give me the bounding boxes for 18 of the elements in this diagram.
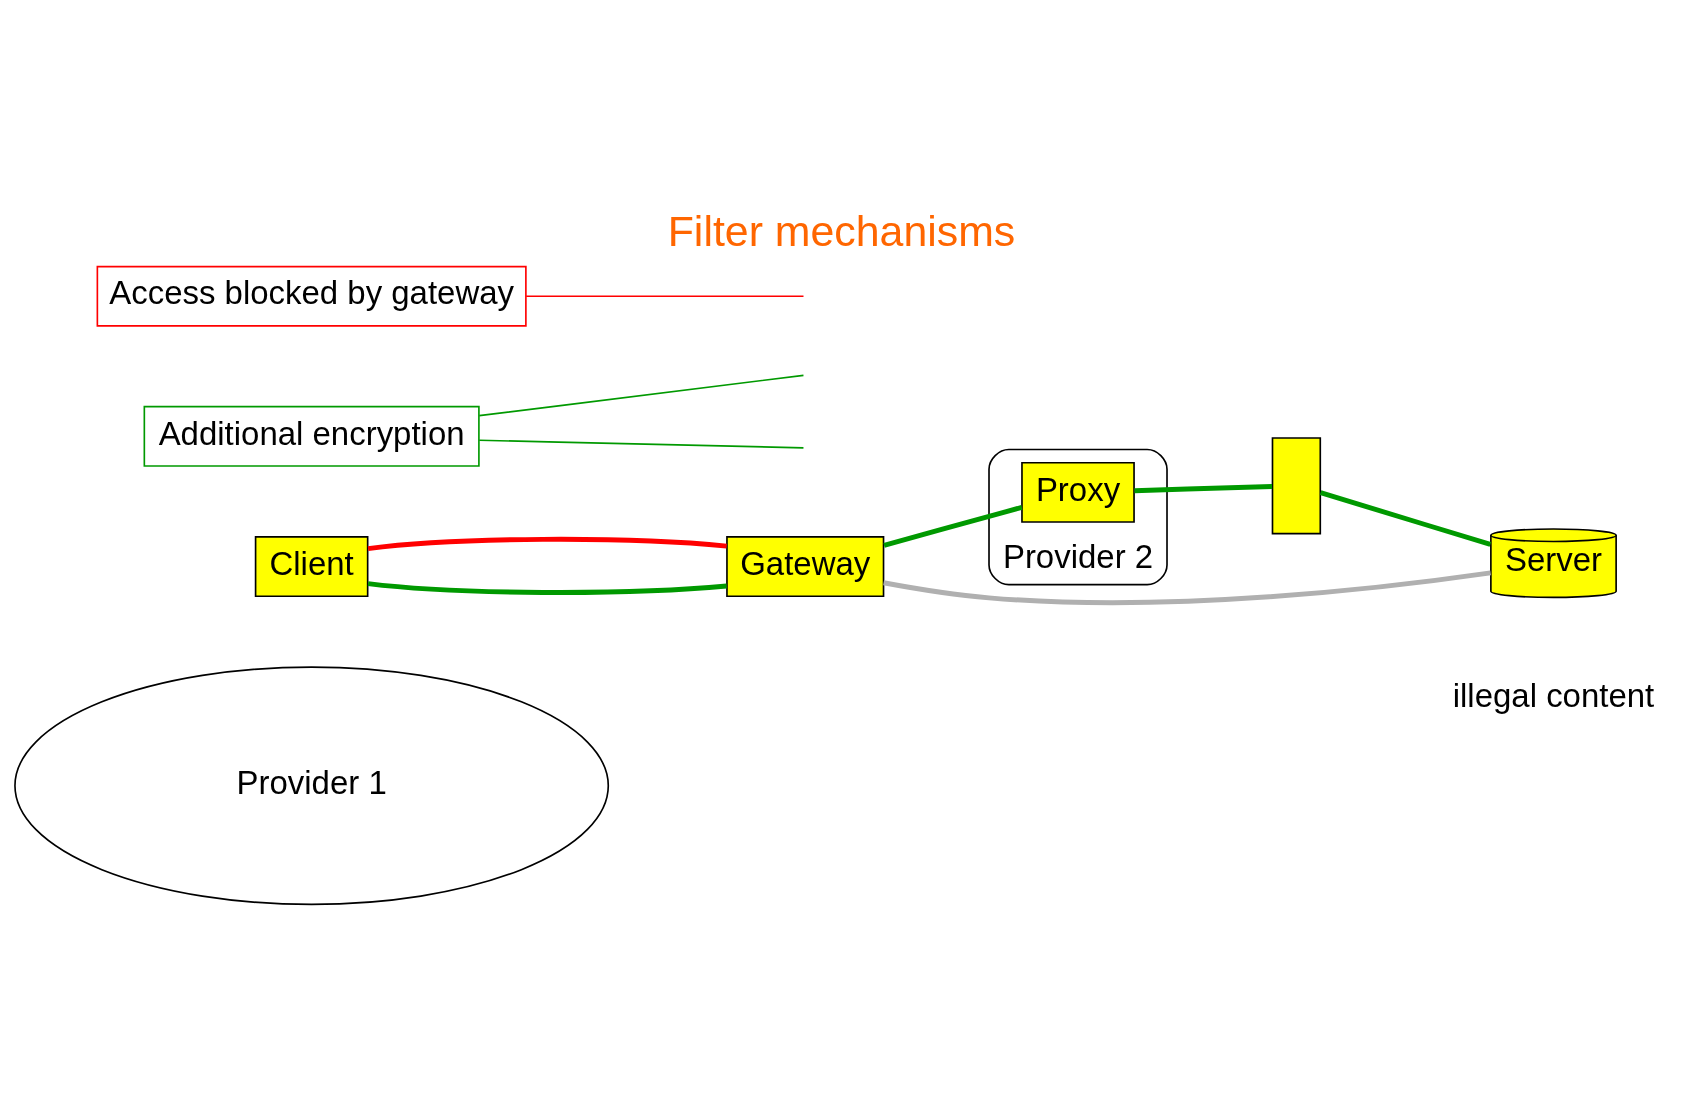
- connector: [367, 536, 727, 552]
- connector: [883, 570, 1491, 606]
- connector: [883, 505, 1023, 548]
- connector: [478, 439, 805, 449]
- node-ellipse: Provider 1: [14, 666, 610, 906]
- node-label: illegal content: [1452, 676, 1655, 714]
- node-box: Additional encryption: [143, 405, 480, 467]
- connector: [1134, 484, 1273, 494]
- node-box: Client: [254, 536, 369, 598]
- node-box: Gateway: [726, 536, 885, 598]
- connector: [525, 295, 805, 298]
- diagram-title: Filter mechanisms: [667, 207, 1016, 256]
- node-box: Proxy: [1021, 461, 1135, 523]
- node-box: [1271, 437, 1322, 535]
- connector: [1319, 490, 1492, 547]
- connector: [478, 374, 805, 417]
- connector: [367, 581, 727, 595]
- node-box: Access blocked by gateway: [96, 265, 527, 327]
